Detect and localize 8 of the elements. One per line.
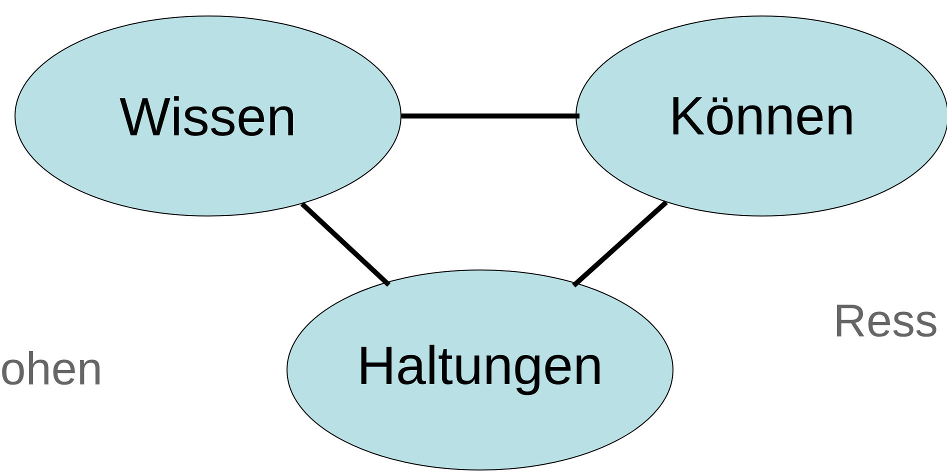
- text-label: ohen: [2, 351, 100, 385]
- ellipse-node: Wissen: [14, 16, 402, 216]
- ellipse-node: Haltungen: [286, 270, 674, 470]
- connector-line: [402, 114, 580, 118]
- connector-line: [572, 200, 668, 288]
- text-label: Ress: [837, 304, 936, 337]
- ellipse-node: Können: [576, 16, 947, 216]
- connector-line: [300, 202, 391, 287]
